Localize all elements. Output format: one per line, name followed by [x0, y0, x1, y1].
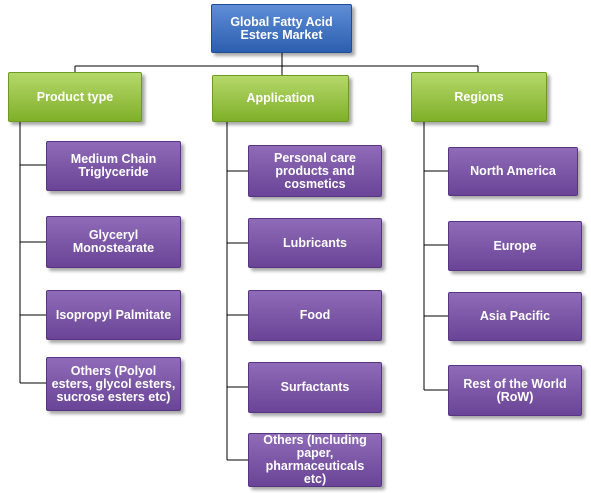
item-label: Europe: [493, 238, 537, 253]
item-label: Asia Pacific: [479, 309, 551, 323]
category-product-type: Product type: [8, 72, 142, 122]
region-item: Europe: [448, 221, 582, 271]
item-label: Rest of the World (RoW): [463, 376, 567, 404]
category-label: Product type: [36, 89, 114, 104]
product-type-item: Isopropyl Palmitate: [46, 290, 181, 340]
application-item: Lubricants: [248, 218, 382, 268]
category-application: Application: [212, 75, 349, 122]
application-item: Food: [248, 290, 382, 341]
root-label: Global Fatty Acid Esters Market: [230, 14, 333, 42]
category-label: Application: [246, 91, 315, 105]
item-label: Others (Including paper, pharmaceuticals…: [263, 433, 367, 486]
application-item: Personal care products and cosmetics: [248, 145, 382, 197]
application-item: Surfactants: [248, 362, 382, 413]
category-regions: Regions: [411, 72, 547, 122]
item-label: North America: [470, 164, 556, 178]
region-item: North America: [448, 147, 578, 196]
item-label: Food: [299, 308, 331, 322]
product-type-item: Others (Polyol esters, glycol esters, su…: [46, 357, 181, 411]
region-item: Asia Pacific: [448, 292, 582, 341]
item-label: Surfactants: [280, 380, 350, 394]
item-label: Glyceryl Monostearate: [72, 228, 155, 255]
region-item: Rest of the World (RoW): [448, 365, 582, 416]
category-label: Regions: [454, 89, 504, 104]
item-label: Others (Polyol esters, glycol esters, su…: [51, 363, 176, 404]
item-label: Isopropyl Palmitate: [55, 307, 172, 322]
application-item: Others (Including paper, pharmaceuticals…: [248, 433, 382, 487]
product-type-item: Medium Chain Triglyceride: [46, 141, 181, 191]
product-type-item: Glyceryl Monostearate: [46, 216, 181, 268]
item-label: Medium Chain Triglyceride: [70, 152, 157, 179]
root-node: Global Fatty Acid Esters Market: [211, 4, 352, 53]
item-label: Personal care products and cosmetics: [274, 150, 356, 191]
item-label: Lubricants: [283, 235, 347, 250]
